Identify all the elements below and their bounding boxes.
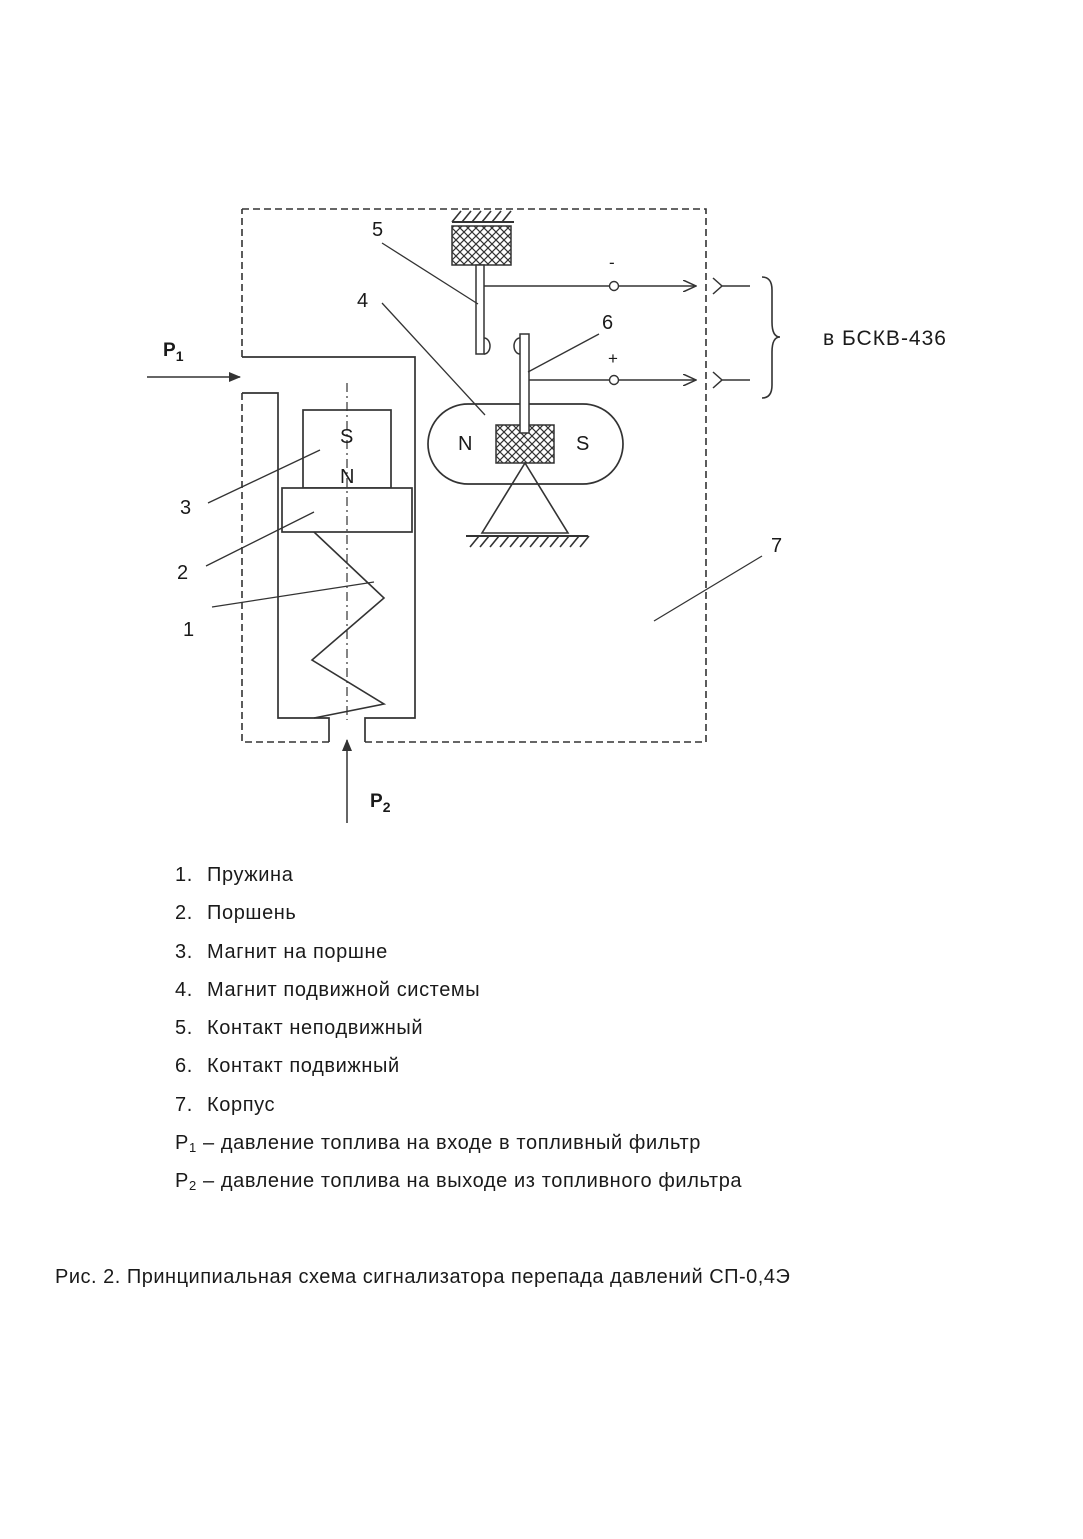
- minus-sign: -: [609, 253, 615, 272]
- piston-magnet-bottom-pole: N: [340, 466, 354, 488]
- callout-5: 5: [372, 219, 383, 241]
- minus-terminal: [608, 280, 620, 292]
- plus-terminal: [608, 374, 620, 386]
- pivot-support: [480, 461, 570, 534]
- fixed-contact-mount: [451, 225, 512, 266]
- legend-item: 4.Магнит подвижной системы: [175, 978, 481, 1001]
- p1-label: P1: [163, 340, 184, 364]
- top-ground-hatch: [451, 210, 512, 223]
- legend-list: 1.Пружина 2.Поршень 3.Магнит на поршне 4…: [175, 860, 742, 1205]
- output-brace: [761, 276, 781, 399]
- housing-outline: [241, 208, 707, 743]
- leader-lines: [205, 242, 763, 622]
- minus-connector: [712, 277, 750, 295]
- schematic-diagram: S N N S - + в БСКВ-436 P1 P2: [147, 208, 947, 823]
- legend-p1: P1 – давление топлива на входе в топливн…: [175, 1132, 701, 1156]
- callout-3: 3: [180, 497, 191, 519]
- moving-magnet-left-pole: N: [458, 433, 472, 455]
- legend-p2: P2 – давление топлива на выходе из топли…: [175, 1170, 743, 1194]
- legend-item: 2.Поршень: [175, 902, 297, 925]
- piston-magnet-top-pole: S: [340, 426, 353, 448]
- callout-7: 7: [771, 535, 782, 557]
- legend-item: 5.Контакт неподвижный: [175, 1017, 424, 1040]
- cylinder-inner-wall: [242, 392, 330, 742]
- legend-item: 3.Магнит на поршне: [175, 940, 388, 963]
- p2-label: P2: [370, 791, 391, 815]
- fixed-contact-blade: [475, 264, 485, 355]
- destination-label: в БСКВ-436: [823, 327, 947, 350]
- legend-item: 7.Корпус: [175, 1093, 276, 1116]
- plus-sign: +: [608, 349, 618, 368]
- moving-contact-blade: [519, 333, 530, 434]
- moving-magnet-right-pole: S: [576, 433, 589, 455]
- fixed-contact-tip: [483, 337, 491, 355]
- callout-2: 2: [177, 562, 188, 584]
- legend-item: 1.Пружина: [175, 864, 294, 886]
- legend-item: 6.Контакт подвижный: [175, 1055, 400, 1078]
- spring: [310, 531, 387, 719]
- callout-6: 6: [602, 312, 613, 334]
- moving-contact-tip: [513, 337, 521, 355]
- callout-4: 4: [357, 290, 368, 312]
- callout-1: 1: [183, 619, 194, 641]
- figure-caption: Рис. 2. Принципиальная схема сигнализато…: [55, 1266, 791, 1288]
- pivot-ground-hatch: [469, 535, 590, 548]
- cylinder-wall: [242, 356, 416, 742]
- plus-connector: [712, 371, 750, 389]
